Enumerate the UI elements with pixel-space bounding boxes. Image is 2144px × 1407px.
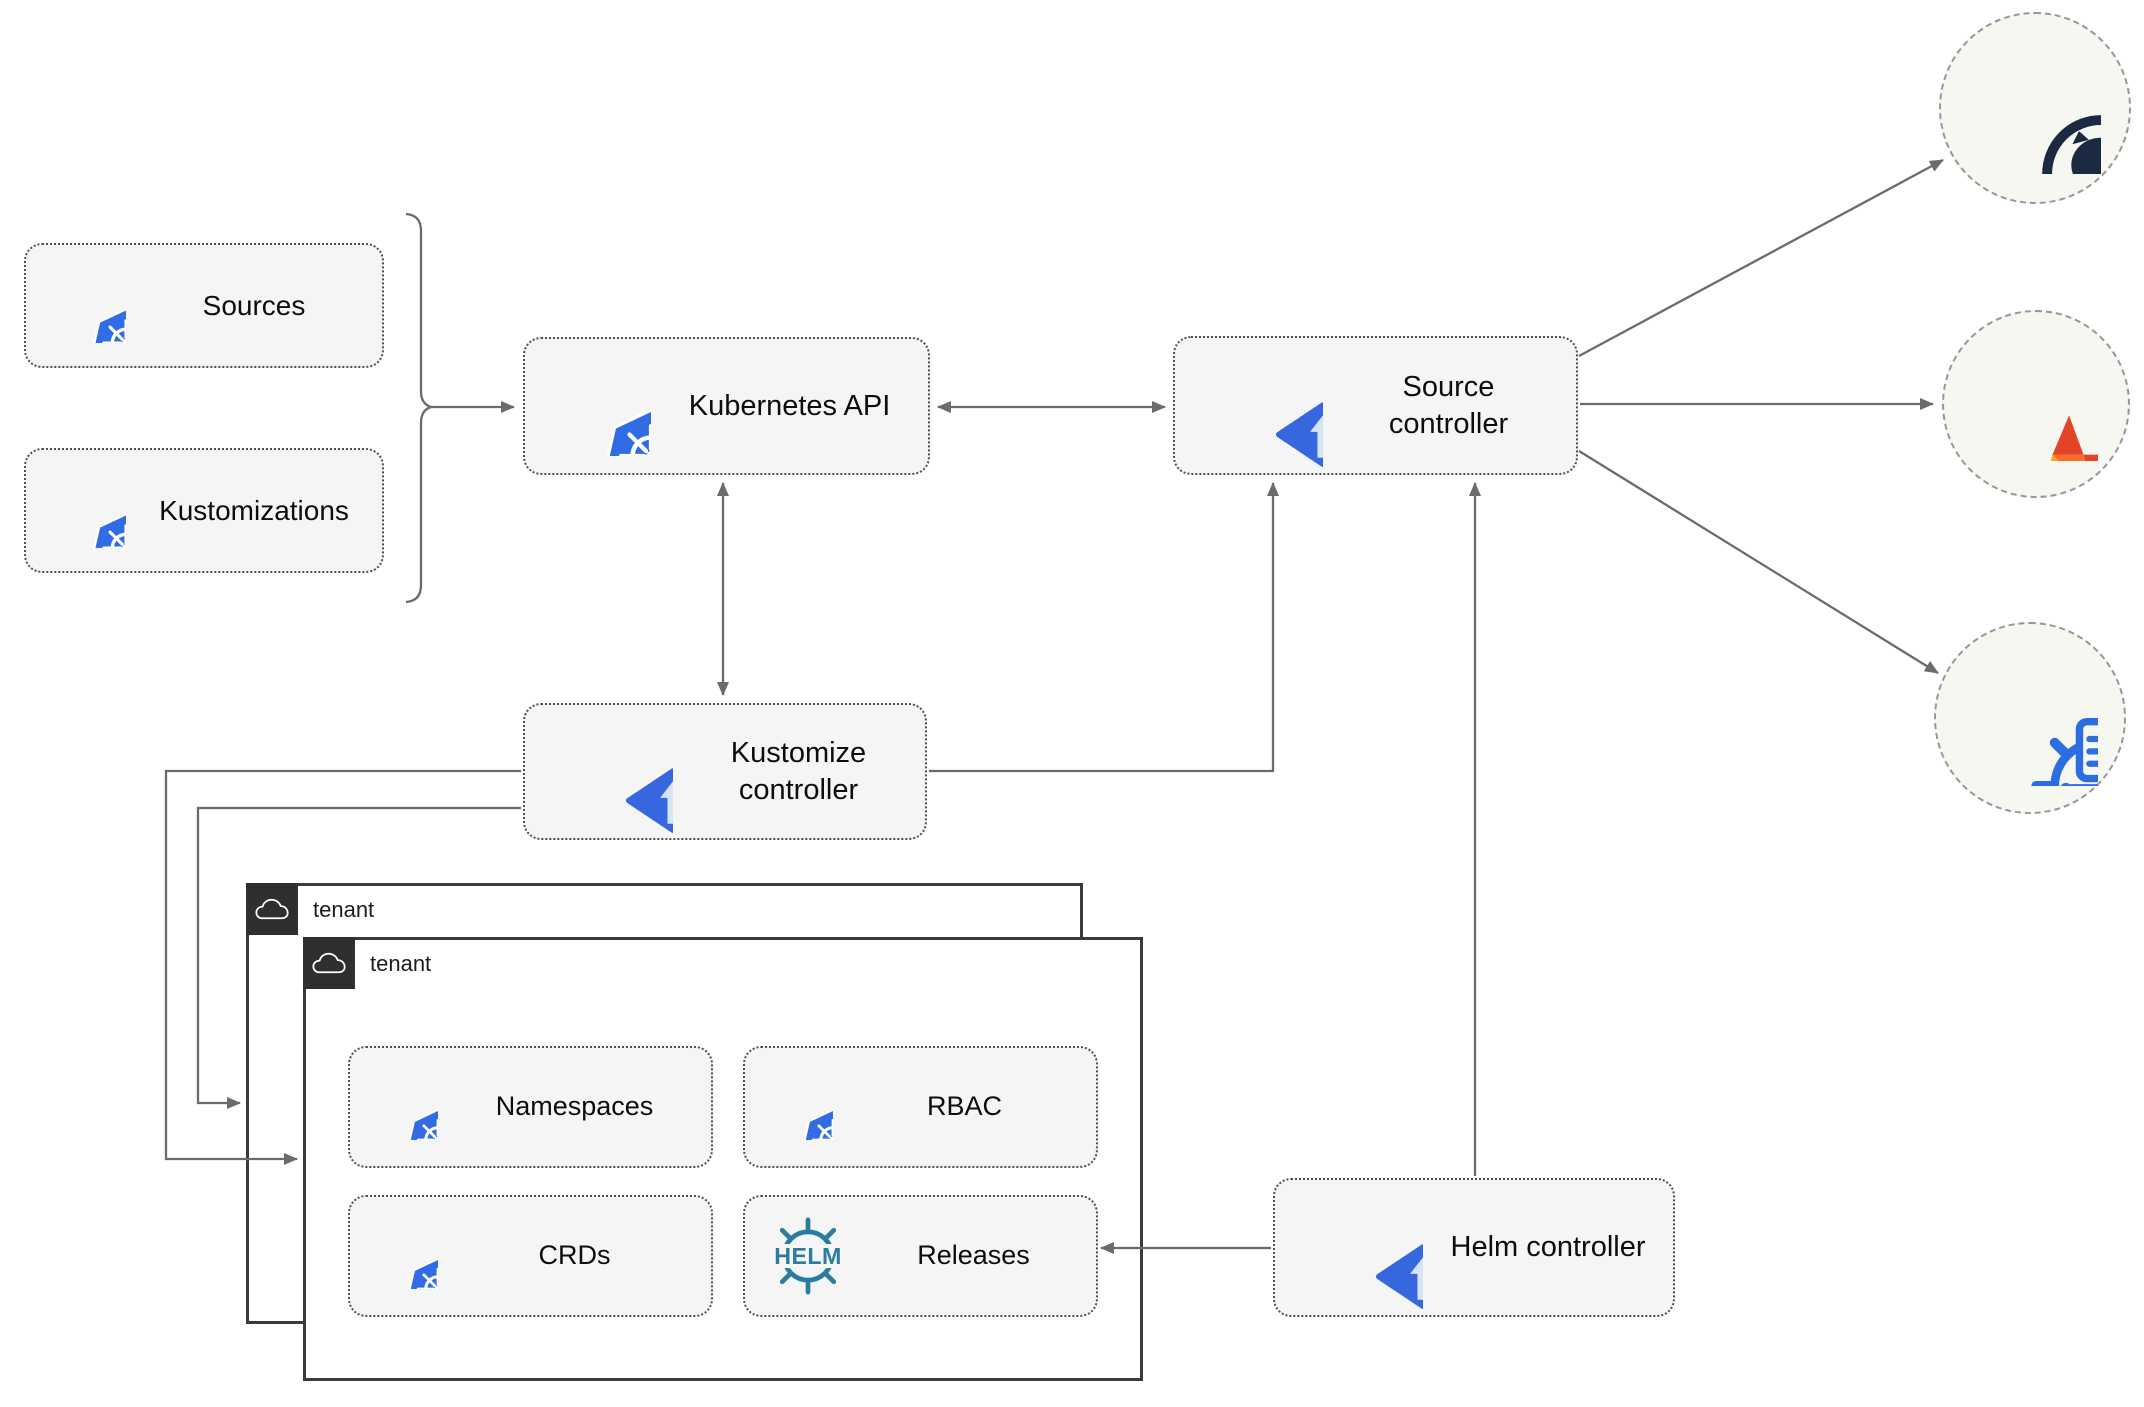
releases-node: HELM Releases xyxy=(743,1195,1098,1317)
kubernetes-icon xyxy=(52,269,126,343)
flux-icon xyxy=(577,710,673,834)
tenant-label: tenant xyxy=(370,951,432,976)
registry-target xyxy=(1934,622,2126,814)
tenant-front-container: tenant Namespaces RBAC CRDs HELM xyxy=(303,937,1143,1381)
tenant-label: tenant xyxy=(313,897,375,922)
gitlab-icon xyxy=(1974,347,2098,461)
kustomizations-node: Kustomizations xyxy=(24,448,384,573)
helm-controller-node: Helm controller xyxy=(1273,1178,1675,1317)
arrow-source-to-github xyxy=(1578,158,1944,358)
helm-logo-text: HELM xyxy=(774,1243,842,1269)
node-label: RBAC xyxy=(926,1091,1002,1122)
kubernetes-icon xyxy=(551,356,651,456)
node-label: Namespaces xyxy=(495,1091,654,1122)
brace-sources-group xyxy=(405,212,435,604)
cloud-icon xyxy=(311,951,347,975)
crds-node: CRDs xyxy=(348,1195,713,1317)
kubernetes-icon xyxy=(372,1074,438,1140)
node-label: Kubernetes API xyxy=(688,389,891,422)
source-controller-node: Source controller xyxy=(1173,336,1578,475)
sources-node: Sources xyxy=(24,243,384,368)
flux-icon xyxy=(1227,344,1323,468)
cloud-icon xyxy=(254,897,290,921)
helm-icon: HELM xyxy=(765,1217,851,1295)
tenant-badge xyxy=(246,883,298,935)
rbac-node: RBAC xyxy=(743,1046,1098,1168)
kubernetes-icon xyxy=(767,1074,833,1140)
node-label: Kustomize controller xyxy=(730,737,867,806)
kubernetes-icon xyxy=(52,474,126,548)
arrow-source-to-registry xyxy=(1578,450,1939,674)
node-label: Releases xyxy=(917,1240,1030,1271)
node-label: CRDs xyxy=(538,1240,611,1271)
node-label: Helm controller xyxy=(1450,1231,1646,1264)
node-label: Kustomizations xyxy=(159,495,349,526)
github-target xyxy=(1939,12,2131,204)
namespaces-node: Namespaces xyxy=(348,1046,713,1168)
arrow-kustomize-to-source xyxy=(929,482,1279,773)
kustomize-controller-node: Kustomize controller xyxy=(523,703,927,840)
github-icon xyxy=(1969,42,2101,174)
kubernetes-api-node: Kubernetes API xyxy=(523,337,930,475)
chartmuseum-registry-icon xyxy=(1962,650,2098,786)
kubernetes-icon xyxy=(372,1223,438,1289)
tenant-badge xyxy=(303,937,355,989)
node-label: Source controller xyxy=(1388,371,1509,440)
node-label: Sources xyxy=(202,290,306,321)
gitlab-target xyxy=(1942,310,2130,498)
flux-icon xyxy=(1327,1186,1423,1310)
